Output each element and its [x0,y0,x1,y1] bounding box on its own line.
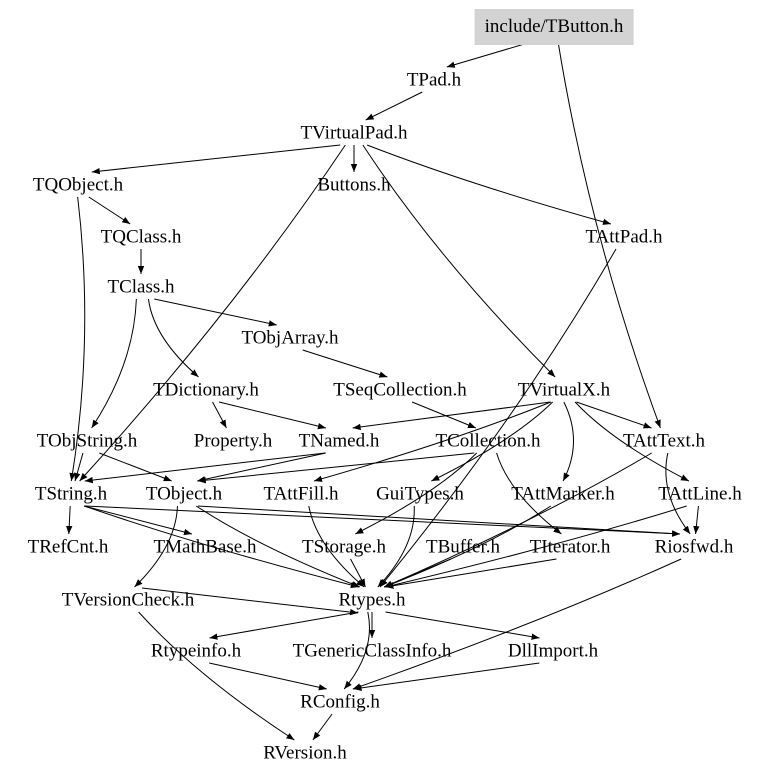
edge-tobjstring-to-tstring [74,452,84,482]
edge-tvirtualx-to-tnamed [352,401,551,431]
node-dllimport[interactable]: DllImport.h [507,640,599,662]
node-tqclass[interactable]: TQClass.h [100,226,182,248]
edge-tattline-to-rtypes [385,505,687,589]
edge-rtypeinfo-to-rconfig [209,662,327,691]
node-tseqcollection[interactable]: TSeqCollection.h [333,379,467,401]
node-trefcnt[interactable]: TRefCnt.h [27,536,109,558]
node-tatttext[interactable]: TAttText.h [622,430,706,452]
node-titerator[interactable]: TIterator.h [529,536,611,558]
node-property[interactable]: Property.h [193,430,273,452]
edge-tobject-to-tversioncheck [134,505,178,588]
node-rconfig[interactable]: RConfig.h [300,691,380,713]
node-tversioncheck[interactable]: TVersionCheck.h [61,589,195,611]
node-rversion[interactable]: RVersion.h [263,742,347,764]
edge-tqobject-to-tstring [69,196,86,482]
edge-riosfwd-to-rconfig [352,558,682,690]
node-tattmarker[interactable]: TAttMarker.h [511,483,615,505]
edge-tvirtualx-to-tattline [574,401,690,482]
edge-tvirtualpad-to-tvirtualx [362,144,556,378]
node-tattline[interactable]: TAttLine.h [658,483,742,505]
node-rtypeinfo[interactable]: Rtypeinfo.h [150,640,242,662]
node-tmathbase[interactable]: TMathBase.h [153,536,257,558]
edge-tbuffer-to-rtypes [383,558,452,588]
edge-tclass-to-tdictionary [147,298,199,378]
edge-tdictionary-to-tnamed [218,401,327,430]
edge-tatttext-to-riosfwd [665,452,691,535]
node-riosfwd[interactable]: Riosfwd.h [654,536,734,558]
edge-rtypes-to-rconfig [343,611,370,690]
edge-dllimport-to-rconfig [353,662,540,692]
edge-tatttext-to-rtypes [384,452,652,588]
edge-tattpad-to-rtypes [379,248,617,588]
node-rtypes[interactable]: Rtypes.h [338,589,406,611]
edge-titerator-to-rtypes [385,558,557,589]
edge-tvirtualpad-to-tqobject [91,144,341,175]
edge-tvirtualx-to-tatttext [576,401,652,429]
edge-tseqcollection-to-tcollection [411,401,477,429]
node-buttons[interactable]: Buttons.h [317,174,391,196]
edge-tobjstring-to-tobject [99,452,172,482]
edge-tstring-to-trefcnt [65,505,73,535]
node-tbutton[interactable]: include/TButton.h [474,9,634,45]
node-tcollection[interactable]: TCollection.h [435,430,541,452]
edge-tpad-to-tvirtualpad [365,91,423,121]
node-tvirtualpad[interactable]: TVirtualPad.h [300,122,408,144]
node-tnamed[interactable]: TNamed.h [298,430,380,452]
node-guitypes[interactable]: GuiTypes.h [376,483,464,505]
edge-tclass-to-tobjarray [154,298,277,327]
node-tdictionary[interactable]: TDictionary.h [153,379,259,401]
edge-tcollection-to-tobject [197,452,475,484]
node-tstorage[interactable]: TStorage.h [302,536,386,558]
edge-tvirtualpad-to-tattpad [366,144,612,225]
edge-tvirtualx-to-tattfill [313,401,552,482]
edge-tdictionary-to-property [212,401,227,429]
node-tclass[interactable]: TClass.h [107,276,175,298]
edge-tattfill-to-rtypes [308,505,365,588]
edge-tstring-to-rtypes [84,505,359,589]
node-tqobject[interactable]: TQObject.h [32,174,124,196]
edge-tobject-to-rtypes [195,505,360,588]
edge-tcollection-to-tstorage [355,452,478,535]
edge-rtypes-to-dllimport [385,611,540,640]
node-tobject[interactable]: TObject.h [145,483,223,505]
node-tgenericclassinfo[interactable]: TGenericClassInfo.h [292,640,452,662]
node-tobjstring[interactable]: TObjString.h [36,430,138,452]
edge-tnamed-to-tobject [197,452,326,483]
edge-tbutton-to-tatttext [557,38,661,429]
edge-tattline-to-riosfwd [693,505,700,535]
edge-tvirtualx-to-guitypes [431,401,553,482]
edge-tstring-to-riosfwd [84,505,681,537]
node-tobjarray[interactable]: TObjArray.h [241,327,339,349]
node-tvirtualx[interactable]: TVirtualX.h [517,379,611,401]
edge-rtypes-to-rtypeinfo [209,611,359,640]
edge-tstring-to-tmathbase [83,505,193,536]
edge-guitypes-to-rtypes [377,505,415,588]
node-tpad[interactable]: TPad.h [406,69,462,91]
edge-tobjarray-to-tseqcollection [302,349,388,378]
edge-tversioncheck-to-rversion [138,611,295,741]
node-tattfill[interactable]: TAttFill.h [263,483,339,505]
edge-tnamed-to-tstring [84,452,326,484]
edge-tversioncheck-to-rtypes [141,587,359,616]
edge-tqobject-to-tqclass [88,196,131,225]
edge-tvirtualx-to-tattmarker [562,401,574,482]
node-tbuffer[interactable]: TBuffer.h [425,536,501,558]
edge-tcollection-to-titerator [496,452,562,535]
edge-tclass-to-tobjstring [91,298,137,429]
node-tattpad[interactable]: TAttPad.h [585,226,663,248]
edge-tstorage-to-rtypes [350,558,366,588]
edge-tobject-to-riosfwd [197,505,681,537]
node-tstring[interactable]: TString.h [34,483,108,505]
edge-rconfig-to-rversion [312,713,333,741]
